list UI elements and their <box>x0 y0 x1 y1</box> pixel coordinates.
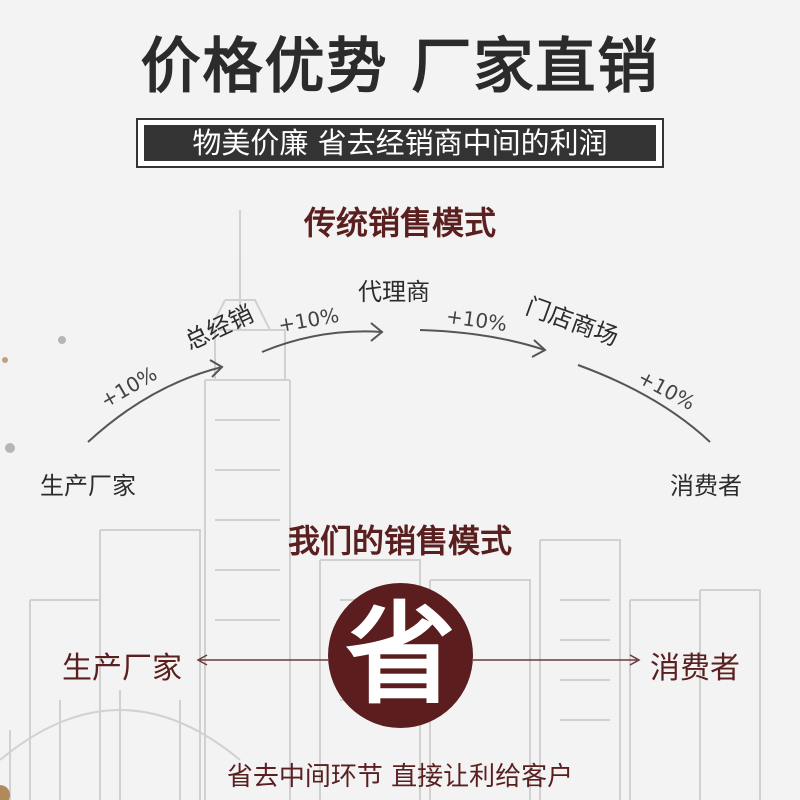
arrow-1-head <box>209 359 224 378</box>
traditional-mode-heading: 传统销售模式 <box>303 204 496 242</box>
arrow-2-head <box>370 322 384 342</box>
arrow-3 <box>419 329 546 351</box>
our-node-manufacturer: 生产厂家 <box>62 651 182 686</box>
arrow-1 <box>87 366 223 443</box>
right-arrow-head <box>629 654 641 666</box>
traditional-node-consumer: 消费者 <box>670 472 742 500</box>
our-mode-heading: 我们的销售模式 <box>287 522 512 560</box>
page-title: 价格优势 厂家直销 <box>140 32 660 102</box>
traditional-node-agent: 代理商 <box>358 278 430 306</box>
arrow-4 <box>577 364 711 443</box>
our-node-consumer: 消费者 <box>650 651 740 686</box>
footer-slogan: 省去中间环节 直接让利给客户 <box>226 762 574 792</box>
arrow-3-head <box>531 339 547 358</box>
arrow-2 <box>261 330 383 353</box>
save-badge-text: 省 <box>345 591 456 719</box>
subtitle-banner: 物美价廉 省去经销商中间的利润 <box>136 118 664 168</box>
left-arrow-head <box>196 654 208 666</box>
subtitle-text: 物美价廉 省去经销商中间的利润 <box>144 125 656 161</box>
save-badge: 省 <box>328 583 473 728</box>
traditional-node-manufacturer: 生产厂家 <box>40 472 136 500</box>
